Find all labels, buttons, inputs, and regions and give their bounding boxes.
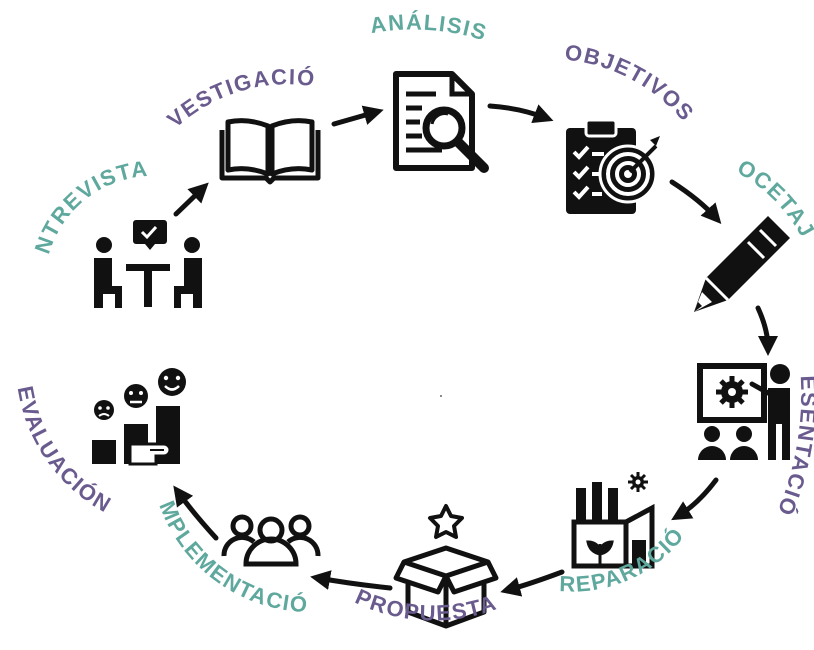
step-label-text: OBJETIVOS bbox=[564, 40, 698, 127]
factory-icon bbox=[571, 472, 655, 569]
step-label-investigacion: INVESTIGACIÓN bbox=[0, 0, 317, 132]
step-label-text: ENTREVISTAS bbox=[0, 0, 148, 257]
arrow-propuesta-implementacion bbox=[310, 570, 393, 591]
presentation-icon bbox=[697, 363, 790, 460]
center-dot bbox=[440, 395, 442, 397]
interview-icon bbox=[94, 220, 202, 308]
step-label-objetivos: OBJETIVOS bbox=[564, 40, 700, 127]
step-label-text: ANÁLISIS bbox=[368, 9, 488, 45]
step-label-entrevistas: ENTREVISTAS bbox=[0, 0, 150, 257]
arrow-presentacion-preparacion bbox=[671, 477, 719, 521]
step-label-text: PRESENTACIÓN bbox=[0, 0, 814, 520]
arrow-bocetaje-presentacion bbox=[755, 305, 778, 356]
clipboard-target-icon bbox=[566, 118, 660, 214]
arrow-implementacion-evaluacion bbox=[173, 485, 219, 541]
team-icon bbox=[221, 514, 321, 567]
step-label-text: INVESTIGACIÓN bbox=[0, 0, 316, 132]
arrow-analisis-objetivos bbox=[487, 103, 554, 124]
step-label-presentacion: PRESENTACIÓN bbox=[0, 0, 814, 520]
open-book-icon bbox=[219, 118, 321, 185]
arrow-entrevistas-investigacion bbox=[173, 182, 209, 217]
pencil-icon bbox=[694, 216, 790, 312]
step-label-analisis: ANÁLISIS bbox=[368, 9, 490, 45]
arrow-objetivos-bocetaje bbox=[669, 179, 722, 224]
arrow-investigacion-analisis bbox=[331, 105, 384, 127]
flow-arrows bbox=[173, 103, 778, 597]
document-search-icon bbox=[393, 71, 489, 173]
feedback-faces-icon bbox=[92, 368, 186, 466]
arrow-preparacion-propuesta bbox=[500, 569, 565, 597]
open-box-star-icon bbox=[393, 504, 499, 629]
